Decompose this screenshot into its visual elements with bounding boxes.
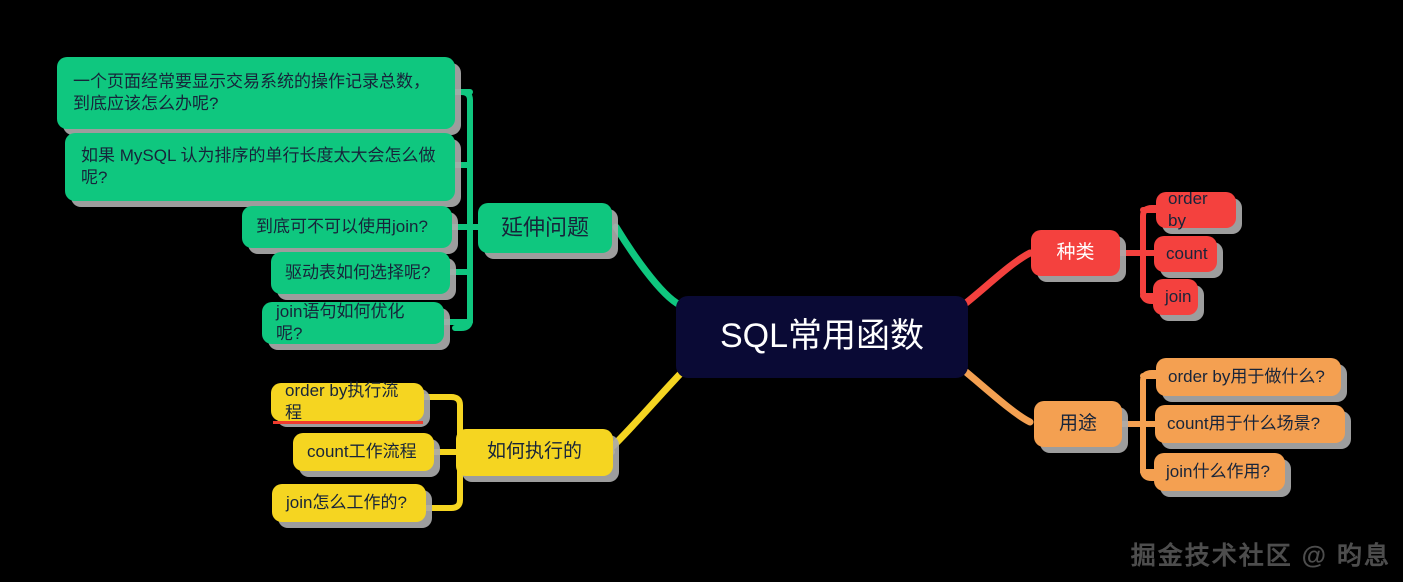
leaf-label: 驱动表如何选择呢? <box>285 263 431 283</box>
red-underline-marker <box>273 421 423 424</box>
green-leaf-3[interactable]: 到底可不可以使用join? <box>242 206 452 248</box>
connector-green-bracket <box>452 89 481 331</box>
leaf-label: 到底可不可以使用join? <box>256 217 428 237</box>
orange-leaf-1[interactable]: order by用于做什么? <box>1156 358 1341 396</box>
leaf-label: join语句如何优化呢? <box>276 302 405 343</box>
connector-center-to-kinds <box>962 249 1034 307</box>
leaf-label: order by执行流程 <box>285 381 399 422</box>
branch-label: 延伸问题 <box>500 214 589 240</box>
center-node[interactable]: SQL常用函数 <box>676 296 968 378</box>
leaf-label: count用于什么场景? <box>1167 414 1321 434</box>
green-leaf-4[interactable]: 驱动表如何选择呢? <box>271 252 450 294</box>
orange-leaf-2[interactable]: count用于什么场景? <box>1155 405 1345 443</box>
leaf-label: join <box>1165 287 1192 307</box>
leaf-label: 如果 MySQL 认为排序的单行长度太大会怎么做呢? <box>81 146 436 187</box>
leaf-label: order by <box>1168 189 1213 230</box>
leaf-label: order by用于做什么? <box>1168 367 1325 387</box>
center-node-label: SQL常用函数 <box>719 317 925 356</box>
orange-leaf-3[interactable]: join什么作用? <box>1154 453 1285 491</box>
branch-label: 种类 <box>1056 241 1095 263</box>
yellow-leaf-1[interactable]: order by执行流程 <box>271 381 424 422</box>
branch-label-kinds[interactable]: 种类 <box>1031 230 1120 276</box>
watermark-text: 掘金技术社区 @ 昀息 <box>1130 542 1391 570</box>
green-leaf-2[interactable]: 如果 MySQL 认为排序的单行长度太大会怎么做呢? <box>65 133 455 201</box>
connector-orange-bracket <box>1119 370 1159 481</box>
connector-center-to-usage <box>962 368 1034 426</box>
red-leaf-1[interactable]: order by <box>1156 189 1236 230</box>
leaf-label: join怎么工作的? <box>286 493 407 513</box>
red-leaf-3[interactable]: join <box>1153 279 1198 315</box>
watermark: 掘金技术社区 @ 昀息 <box>1131 536 1391 572</box>
leaf-label: count工作流程 <box>307 442 417 462</box>
leaf-label: 一个页面经常要显示交易系统的操作记录总数，到底应该怎么办呢? <box>73 72 430 113</box>
branch-label-how-executed[interactable]: 如何执行的 <box>456 429 613 476</box>
connector-center-to-extended-questions <box>612 223 684 309</box>
leaf-label: count <box>1166 244 1208 264</box>
green-leaf-5[interactable]: join语句如何优化呢? <box>262 302 444 344</box>
branch-node-extended-questions[interactable]: 一个页面经常要显示交易系统的操作记录总数，到底应该怎么办呢? <box>57 57 455 129</box>
yellow-leaf-2[interactable]: count工作流程 <box>293 433 434 471</box>
red-leaf-2[interactable]: count <box>1154 236 1217 272</box>
branch-label-usage[interactable]: 用途 <box>1034 401 1122 447</box>
yellow-leaf-3[interactable]: join怎么工作的? <box>272 484 426 522</box>
branch-label: 如何执行的 <box>486 441 582 463</box>
connector-center-to-how-executed <box>608 368 686 451</box>
leaf-label: join什么作用? <box>1166 462 1270 482</box>
branch-label: 用途 <box>1058 412 1097 434</box>
branch-label-extended-questions[interactable]: 延伸问题 <box>478 203 612 253</box>
